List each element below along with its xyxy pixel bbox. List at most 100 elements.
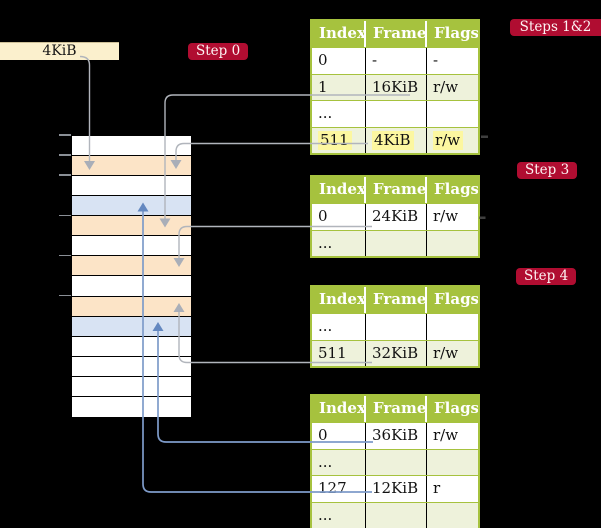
table-cell: 12KiB: [366, 476, 427, 502]
memory-row-5: [72, 216, 191, 237]
table-row: ...: [312, 448, 478, 476]
table-cell: [366, 502, 427, 528]
memory-row-11: [72, 336, 191, 357]
table-cell: r/w: [433, 426, 459, 444]
memory-row-1: [72, 136, 191, 157]
table-cell: 24KiB: [366, 204, 427, 230]
table-cell: [427, 503, 478, 528]
table-row: ...: [312, 313, 478, 340]
memory-tick: [59, 154, 71, 156]
table-cell: 0: [312, 204, 366, 230]
memory-row-3: [72, 176, 191, 197]
memory-row-7: [72, 256, 191, 277]
memory-row-8: [72, 276, 191, 297]
table-cell: [427, 450, 478, 476]
clipped-arrow-stub: [479, 216, 486, 219]
highlighted-value: 4KiB: [372, 130, 414, 150]
table-cell: [427, 101, 478, 127]
highlighted-value: r/w: [433, 130, 464, 150]
table-cell: 4KiB: [366, 127, 427, 153]
memory-tick: [59, 174, 71, 176]
frame-size-label: 4KiB: [42, 43, 77, 59]
badge-steps-1-2: Steps 1&2: [510, 19, 601, 36]
column-header: Flags: [434, 290, 478, 308]
memory-row-4: [72, 196, 191, 217]
column-header: Index: [312, 21, 366, 47]
table-cell: r/w: [433, 207, 459, 225]
column-header: Flags: [434, 180, 478, 198]
table-cell: [366, 449, 427, 475]
column-header: Frame: [366, 21, 427, 47]
column-header: Frame: [366, 287, 427, 313]
frame-size-box: 4KiB: [0, 42, 119, 60]
memory-tick: [59, 134, 71, 136]
highlighted-value: 511: [318, 130, 352, 150]
table-row: ...: [312, 501, 478, 528]
table-row: 0--: [312, 47, 478, 74]
memory-row-13: [72, 376, 191, 397]
table-cell: -: [366, 48, 427, 74]
table-cell: [366, 314, 427, 340]
table-cell: 32KiB: [366, 340, 427, 366]
table-cell: 0: [312, 423, 366, 449]
table-cell: r/w: [433, 77, 459, 96]
table-cell: r/w: [427, 128, 478, 154]
column-header: Index: [312, 396, 366, 422]
table-cell: [366, 230, 427, 256]
clipped-arrow-stub: [481, 135, 488, 138]
table-cell: [366, 101, 427, 127]
table-cell: ...: [312, 101, 366, 127]
column-header: Frame: [366, 177, 427, 203]
table-cell: ...: [312, 449, 366, 475]
table-cell: -: [433, 51, 439, 69]
memory-row-10: [72, 316, 191, 337]
column-header: Frame: [366, 396, 427, 422]
memory-row-9: [72, 296, 191, 317]
memory-row-12: [72, 356, 191, 377]
table-cell: 1: [312, 74, 366, 100]
table-cell: 127: [312, 476, 366, 502]
memory-tick: [59, 254, 71, 257]
memory-tick: [59, 294, 71, 297]
table-cell: [427, 314, 478, 340]
table-cell: 16KiB: [366, 74, 427, 100]
table-cell: 36KiB: [366, 423, 427, 449]
table-row: ...: [312, 229, 478, 257]
badge-step-3: Step 3: [517, 162, 578, 179]
memory-tick: [59, 214, 71, 217]
table-cell: 511: [312, 340, 366, 366]
column-header: Flags: [434, 399, 478, 417]
table-cell: ...: [312, 314, 366, 340]
table-cell: ...: [312, 502, 366, 528]
table-cell: r/w: [433, 343, 459, 362]
column-header: Index: [312, 177, 366, 203]
table-cell: 0: [312, 48, 366, 74]
table-row: 511 4KiB r/w: [312, 126, 478, 154]
memory-row-14: [72, 396, 191, 417]
table-cell: ...: [312, 230, 366, 256]
table-row: ...: [312, 100, 478, 127]
table-cell: [427, 231, 478, 257]
column-header: Index: [312, 287, 366, 313]
table-cell: 511: [312, 127, 366, 153]
badge-step-0: Step 0: [188, 43, 249, 60]
physical-memory-column: [71, 135, 192, 418]
column-header: Flags: [434, 24, 478, 42]
memory-row-2: [72, 156, 191, 177]
table-cell: r: [433, 479, 441, 497]
badge-step-4: Step 4: [516, 268, 577, 285]
memory-row-6: [72, 236, 191, 257]
